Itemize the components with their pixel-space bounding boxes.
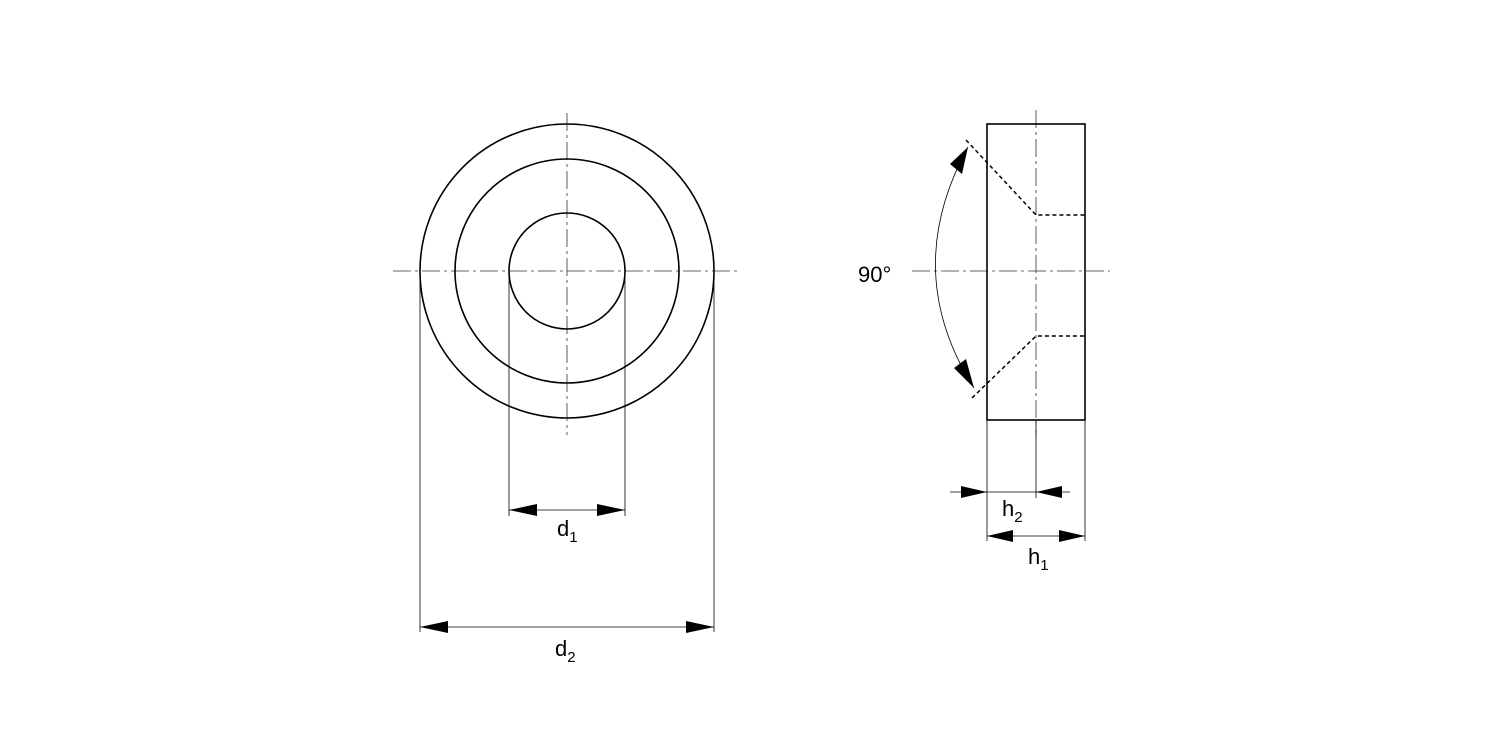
d2-dimension: d2 [419, 271, 715, 666]
h1-arrow-left [987, 530, 1013, 542]
d2-arrow-right [686, 621, 714, 633]
d1-dimension: d1 [508, 271, 626, 546]
angle-label: 90° [858, 262, 891, 287]
h2-dimension: h2 [950, 420, 1070, 541]
h2-arrow-right [1036, 486, 1062, 498]
d1-arrow-right [597, 504, 625, 516]
side-view: 90° h2 h1 [858, 110, 1110, 574]
angle-arc [935, 146, 975, 389]
h1-label: h1 [1028, 544, 1049, 574]
d2-arrow-left [420, 621, 448, 633]
d1-arrow-left [509, 504, 537, 516]
hidden-countersink-bottom [971, 335, 1085, 399]
d1-label: d1 [557, 516, 578, 546]
angle-arrow-bottom [954, 359, 974, 388]
h2-arrow-left [961, 486, 987, 498]
h2-label: h2 [1002, 496, 1023, 526]
hidden-countersink-top [965, 139, 1085, 216]
h1-dimension: h1 [987, 420, 1086, 574]
front-view: d1 d2 [393, 113, 740, 666]
angle-dimension: 90° [858, 146, 975, 389]
d2-label: d2 [555, 636, 576, 666]
angle-arrow-top [950, 147, 968, 174]
h1-arrow-right [1059, 530, 1085, 542]
countersink-circle [454, 158, 680, 384]
